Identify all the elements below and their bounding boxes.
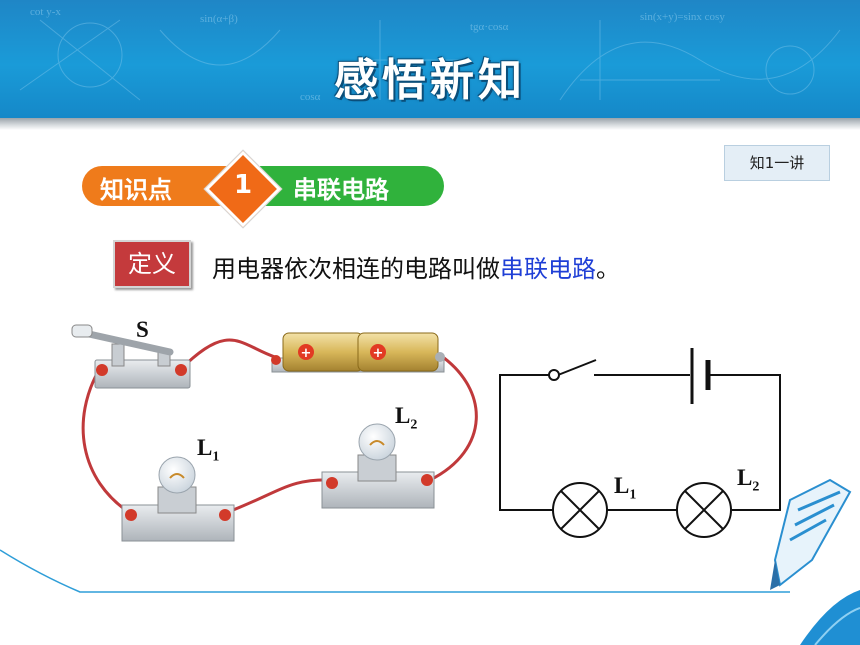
connecting-wires: [81, 338, 478, 515]
lecture-tag: 知1一讲: [724, 145, 830, 181]
bulb-l2-label: L2: [395, 403, 417, 434]
schematic-lamp-l1-label: L1: [614, 473, 636, 504]
schematic-wire-left: [499, 374, 553, 511]
svg-text:+: +: [373, 346, 384, 361]
bulb-l2-subscript: 2: [410, 417, 418, 433]
definition-end: 。: [596, 255, 620, 283]
switch-label: S: [136, 317, 149, 342]
svg-text:cot y-x: cot y-x: [30, 6, 61, 18]
knowledge-point-title-bg: [260, 166, 444, 206]
schematic-l2-subscript: 2: [752, 479, 760, 495]
pencil-decoration: [770, 478, 860, 645]
knowledge-point-number: 1: [233, 170, 253, 200]
battery-pack: + +: [271, 332, 445, 373]
definition-body: 用电器依次相连的电路叫做: [212, 255, 500, 283]
page-title: 感悟新知: [334, 55, 526, 106]
svg-text:cosα: cosα: [300, 91, 321, 103]
bulb-l2: [321, 423, 435, 509]
schematic-switch-pivot: [548, 369, 560, 381]
knife-switch: [71, 324, 191, 389]
header-banner: cot y-x sin(α+β) tgα·cosα sin(x+y)=sinx …: [0, 0, 860, 118]
bulb-l1: [121, 456, 235, 542]
schematic-wire-right: [708, 374, 781, 511]
definition-badge: 定义: [113, 240, 191, 288]
schematic-switch-blade: [557, 359, 597, 376]
knowledge-point-title: 串联电路: [293, 176, 389, 204]
bulb-l1-label: L1: [197, 435, 219, 466]
svg-text:+: +: [301, 346, 312, 361]
bulb-l1-subscript: 1: [212, 449, 220, 465]
knowledge-point-label: 知识点: [100, 176, 172, 204]
bulb-l1-letter: L: [197, 435, 213, 460]
knowledge-point-bar: 知识点 1 串联电路: [82, 150, 444, 228]
svg-text:tgα·cosα: tgα·cosα: [470, 21, 509, 33]
svg-text:sin(α+β): sin(α+β): [200, 13, 238, 25]
schematic-l1-letter: L: [614, 473, 630, 498]
schematic-l2-letter: L: [737, 465, 753, 490]
footer-line: [0, 549, 790, 593]
definition-text: 用电器依次相连的电路叫做串联电路。: [212, 249, 620, 284]
math-pattern-decoration: cot y-x sin(α+β) tgα·cosα sin(x+y)=sinx …: [19, 6, 841, 103]
svg-text:sin(x+y)=sinx cosy: sin(x+y)=sinx cosy: [640, 11, 725, 23]
definition-term: 串联电路: [500, 255, 596, 283]
schematic-l1-subscript: 1: [629, 487, 637, 503]
header-divider: [0, 118, 860, 130]
schematic-lamp-l2-label: L2: [737, 465, 759, 496]
bulb-l2-letter: L: [395, 403, 411, 428]
circuit-schematic: [499, 348, 781, 538]
